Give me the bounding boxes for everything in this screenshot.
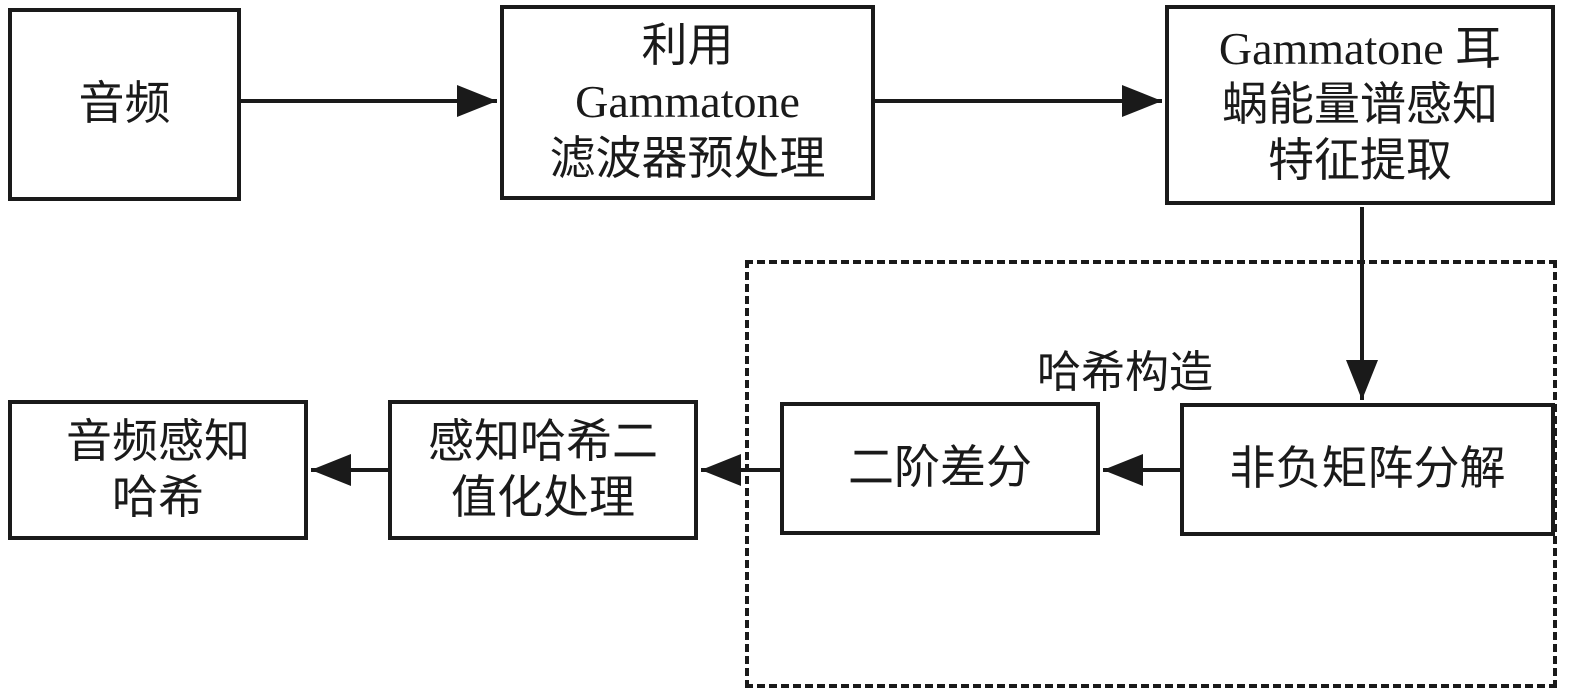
node-cochlear-feature-extraction-label: Gammatone 耳 蜗能量谱感知 特征提取 (1218, 22, 1502, 187)
node-nonnegative-matrix-factorization-label: 非负矩阵分解 (1229, 443, 1506, 495)
node-gammatone-filter-preprocess-label: 利用 Gammatone 滤波器预处理 (549, 20, 826, 184)
node-nonnegative-matrix-factorization: 非负矩阵分解 (1180, 403, 1555, 536)
hash-construction-group-box (745, 260, 1557, 688)
node-perceptual-hash-binarization: 感知哈希二 值化处理 (388, 400, 698, 540)
node-audio-perceptual-hash: 音频感知 哈希 (8, 400, 308, 540)
node-audio: 音频 (8, 8, 241, 201)
node-gammatone-filter-preprocess: 利用 Gammatone 滤波器预处理 (500, 5, 875, 200)
node-perceptual-hash-binarization-label: 感知哈希二 值化处理 (428, 415, 658, 523)
hash-construction-group-label: 哈希构造 (1037, 348, 1213, 397)
node-second-order-difference: 二阶差分 (780, 402, 1100, 535)
node-audio-perceptual-hash-label: 音频感知 哈希 (66, 415, 250, 523)
node-second-order-difference-label: 二阶差分 (848, 442, 1032, 494)
node-audio-label: 音频 (78, 78, 171, 130)
node-cochlear-feature-extraction: Gammatone 耳 蜗能量谱感知 特征提取 (1165, 5, 1555, 205)
